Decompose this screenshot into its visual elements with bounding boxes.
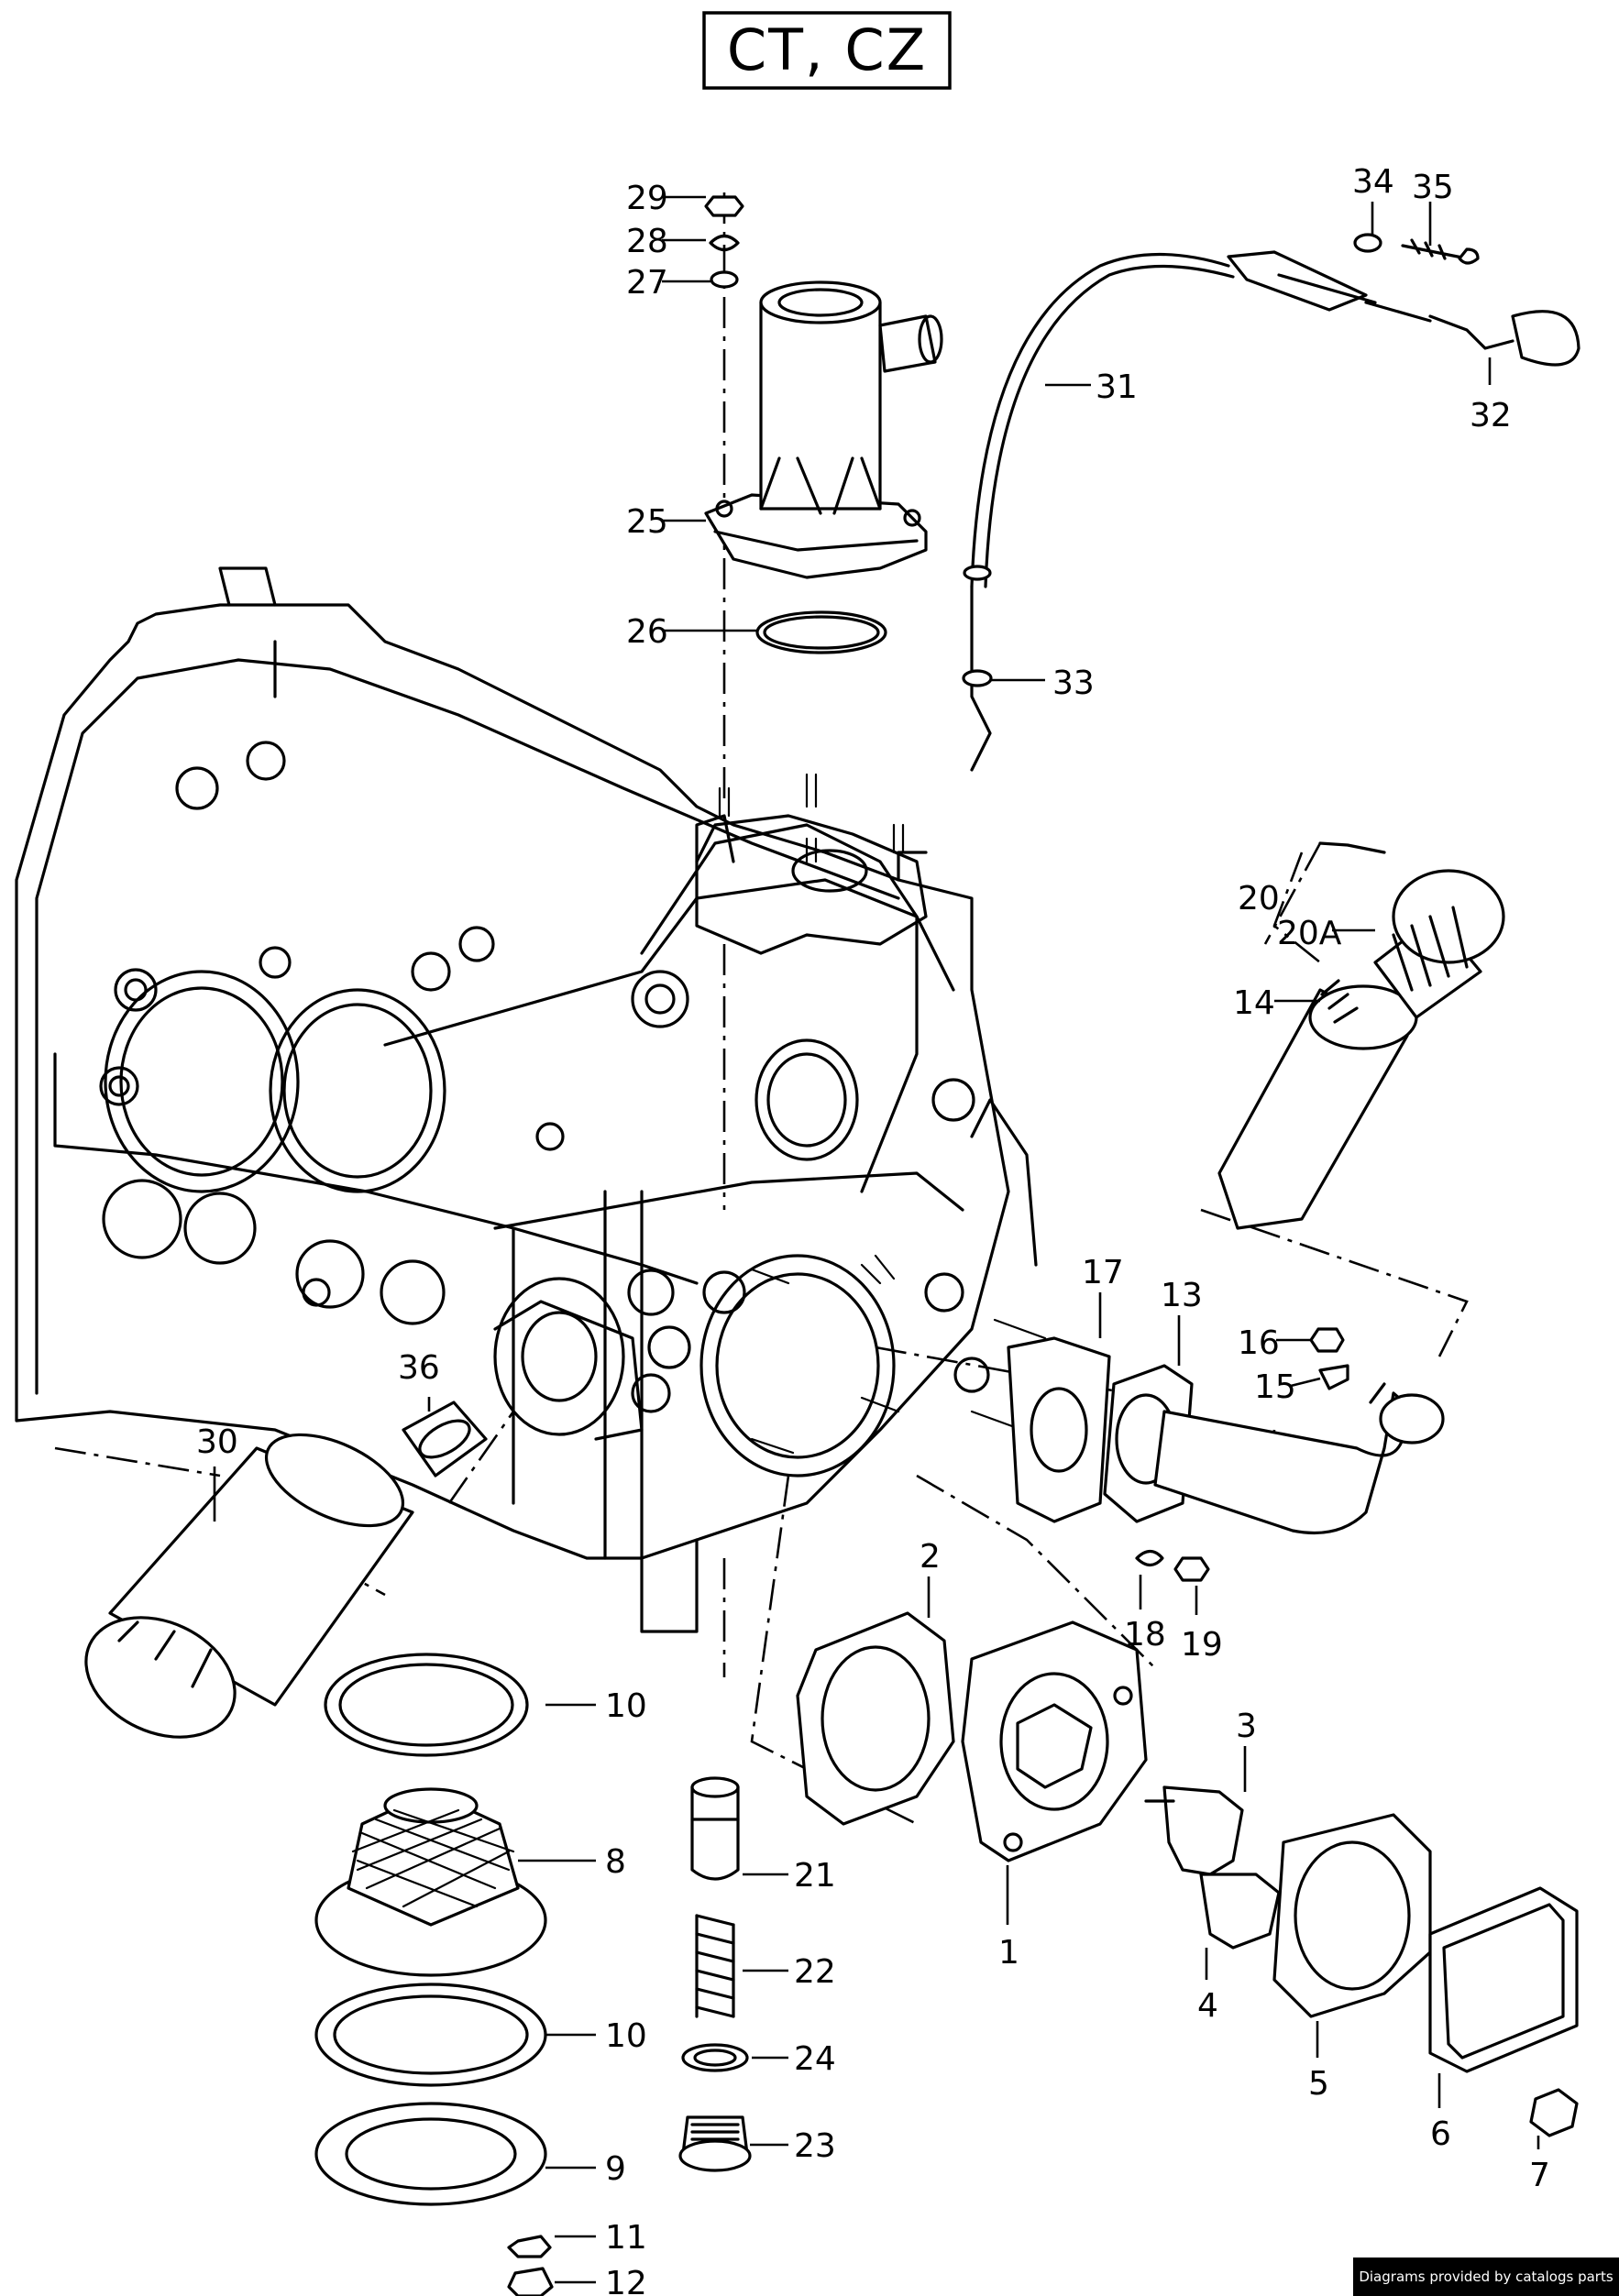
callout-34: 34	[1352, 163, 1394, 201]
callout-4: 4	[1197, 1987, 1218, 2025]
callout-16: 16	[1238, 1324, 1280, 1362]
callout-12: 12	[605, 2265, 647, 2296]
callout-18: 18	[1124, 1616, 1166, 1653]
parts-27-29-fasteners	[704, 195, 744, 289]
callout-14: 14	[1233, 984, 1275, 1022]
callout-31: 31	[1096, 368, 1138, 406]
callout-27: 27	[626, 264, 668, 302]
callout-35: 35	[1412, 169, 1454, 206]
callout-10a: 10	[605, 1687, 647, 1725]
parts-1-7-oil-pump	[796, 1611, 1579, 2137]
callout-33: 33	[1052, 665, 1095, 702]
callout-28: 28	[626, 223, 668, 260]
callout-23: 23	[794, 2127, 836, 2165]
callout-7: 7	[1529, 2157, 1550, 2194]
callout-9: 9	[605, 2150, 626, 2188]
callout-29: 29	[626, 180, 668, 217]
parts-8-12-strainer	[314, 1653, 554, 2296]
callout-13: 13	[1161, 1277, 1203, 1314]
callout-labels: 29 28 27 25 26 31 33 34 35 32 20 20A 14 …	[196, 163, 1550, 2296]
callout-6: 6	[1430, 2115, 1451, 2153]
callout-20: 20	[1238, 880, 1280, 917]
footer-credit: Diagrams provided by catalogs parts	[1353, 2258, 1619, 2296]
callout-19: 19	[1181, 1626, 1223, 1664]
callout-30: 30	[196, 1423, 238, 1461]
part-25-housing	[704, 280, 943, 579]
callout-2: 2	[920, 1538, 941, 1576]
callout-32: 32	[1470, 397, 1512, 434]
callout-36: 36	[398, 1349, 440, 1387]
part-26-gasket	[755, 610, 887, 654]
callout-11: 11	[605, 2219, 647, 2257]
crankcase-housing	[15, 566, 1047, 1633]
callout-20A: 20A	[1277, 915, 1342, 952]
callout-21: 21	[794, 1857, 836, 1895]
callout-5: 5	[1308, 2065, 1329, 2103]
callout-25: 25	[626, 503, 668, 541]
callout-8: 8	[605, 1843, 626, 1881]
callout-24: 24	[794, 2040, 836, 2078]
callout-22: 22	[794, 1953, 836, 1991]
callout-1: 1	[998, 1934, 1019, 1972]
callout-10b: 10	[605, 2017, 647, 2055]
parts-31-35-dipstick	[962, 233, 1580, 772]
title-box: CT, CZ	[702, 11, 952, 90]
callout-3: 3	[1236, 1708, 1257, 1745]
callout-26: 26	[626, 613, 668, 651]
parts-21-24-relief-valve	[678, 1776, 752, 2172]
parts-14-20-filler	[1217, 841, 1505, 1230]
callout-15: 15	[1254, 1368, 1296, 1406]
parts-13-19-outlet	[1007, 1327, 1445, 1582]
callout-17: 17	[1082, 1254, 1124, 1291]
title-text: CT, CZ	[727, 16, 927, 83]
part-30-oil-filter	[84, 1401, 488, 1739]
